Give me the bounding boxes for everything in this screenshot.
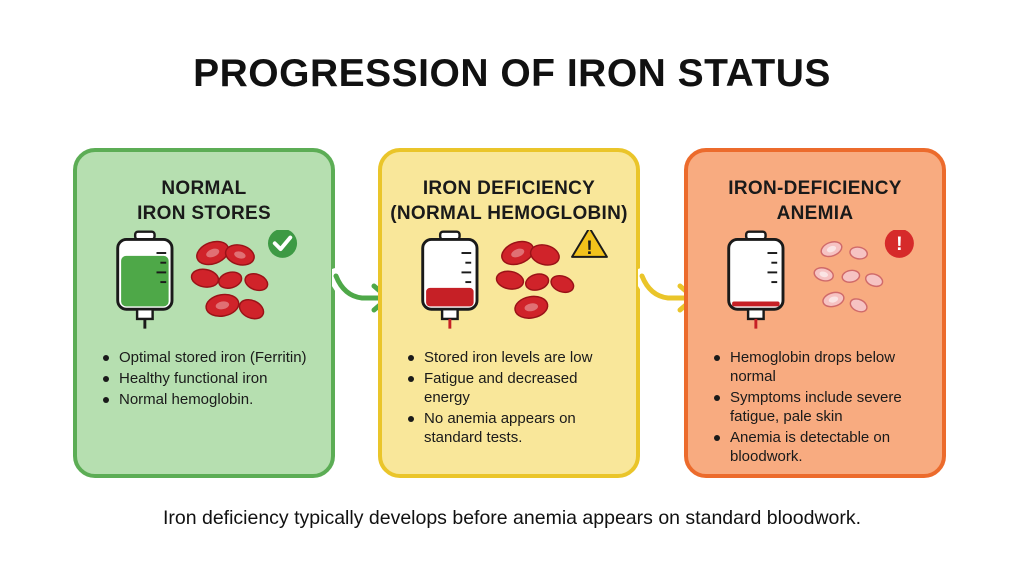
stage-card-normal-iron-stores: NORMAL IRON STORES: [73, 148, 335, 478]
stage-title: NORMAL IRON STORES: [77, 176, 331, 226]
list-item: Fatigue and decreased energy: [406, 369, 622, 407]
stage-bullet-list: Hemoglobin drops below normal Symptoms i…: [712, 348, 928, 468]
list-item: Optimal stored iron (Ferritin): [101, 348, 317, 367]
alert-glyph: !: [896, 233, 902, 255]
red-blood-cells-icon: [495, 240, 575, 319]
cell-highlights: [511, 248, 539, 312]
pale-cell-centers: [819, 245, 839, 303]
stage-card-iron-deficiency: IRON DEFICIENCY (NORMAL HEMOGLOBIN): [378, 148, 640, 478]
footer-note: Iron deficiency typically develops befor…: [162, 507, 862, 529]
iv-bag-icon: [421, 230, 479, 329]
stage-card-iron-deficiency-anemia: IRON-DEFICIENCY ANEMIA: [684, 148, 946, 478]
list-item: Normal hemoglobin.: [101, 390, 317, 409]
stage-title: IRON-DEFICIENCY ANEMIA: [688, 176, 942, 226]
iv-bag-icon: [116, 230, 174, 329]
stage-title-line: NORMAL: [161, 178, 247, 199]
stage-illustration: !: [421, 230, 608, 329]
stage-illustration: [116, 230, 298, 329]
stage-bullet-list: Optimal stored iron (Ferritin) Healthy f…: [101, 348, 317, 411]
list-item: No anemia appears on standard tests.: [406, 409, 622, 447]
check-icon: [267, 230, 298, 258]
cell-highlights: [206, 248, 246, 310]
stage-bullet-list: Stored iron levels are low Fatigue and d…: [406, 348, 622, 449]
list-item: Anemia is detectable on bloodwork.: [712, 428, 928, 466]
page-title: PROGRESSION OF IRON STATUS: [193, 52, 831, 95]
list-item: Symptoms include severe fatigue, pale sk…: [712, 388, 928, 426]
iv-bag-icon: [727, 230, 785, 329]
stage-illustration: !: [727, 230, 914, 329]
stage-title-line: IRON-DEFICIENCY: [728, 178, 902, 199]
stage-title: IRON DEFICIENCY (NORMAL HEMOGLOBIN): [382, 176, 636, 226]
stage-title-line: ANEMIA: [776, 203, 854, 224]
warning-icon: !: [571, 230, 608, 259]
warning-glyph: !: [586, 237, 592, 259]
red-blood-cells-icon: [190, 240, 269, 320]
list-item: Stored iron levels are low: [406, 348, 622, 367]
list-item: Hemoglobin drops below normal: [712, 348, 928, 386]
stage-title-line: IRON DEFICIENCY: [422, 178, 596, 199]
list-item: Healthy functional iron: [101, 369, 317, 388]
stage-title-line: IRON STORES: [137, 203, 271, 224]
stage-title-line: (NORMAL HEMOGLOBIN): [390, 203, 628, 224]
alert-icon: !: [884, 230, 914, 258]
